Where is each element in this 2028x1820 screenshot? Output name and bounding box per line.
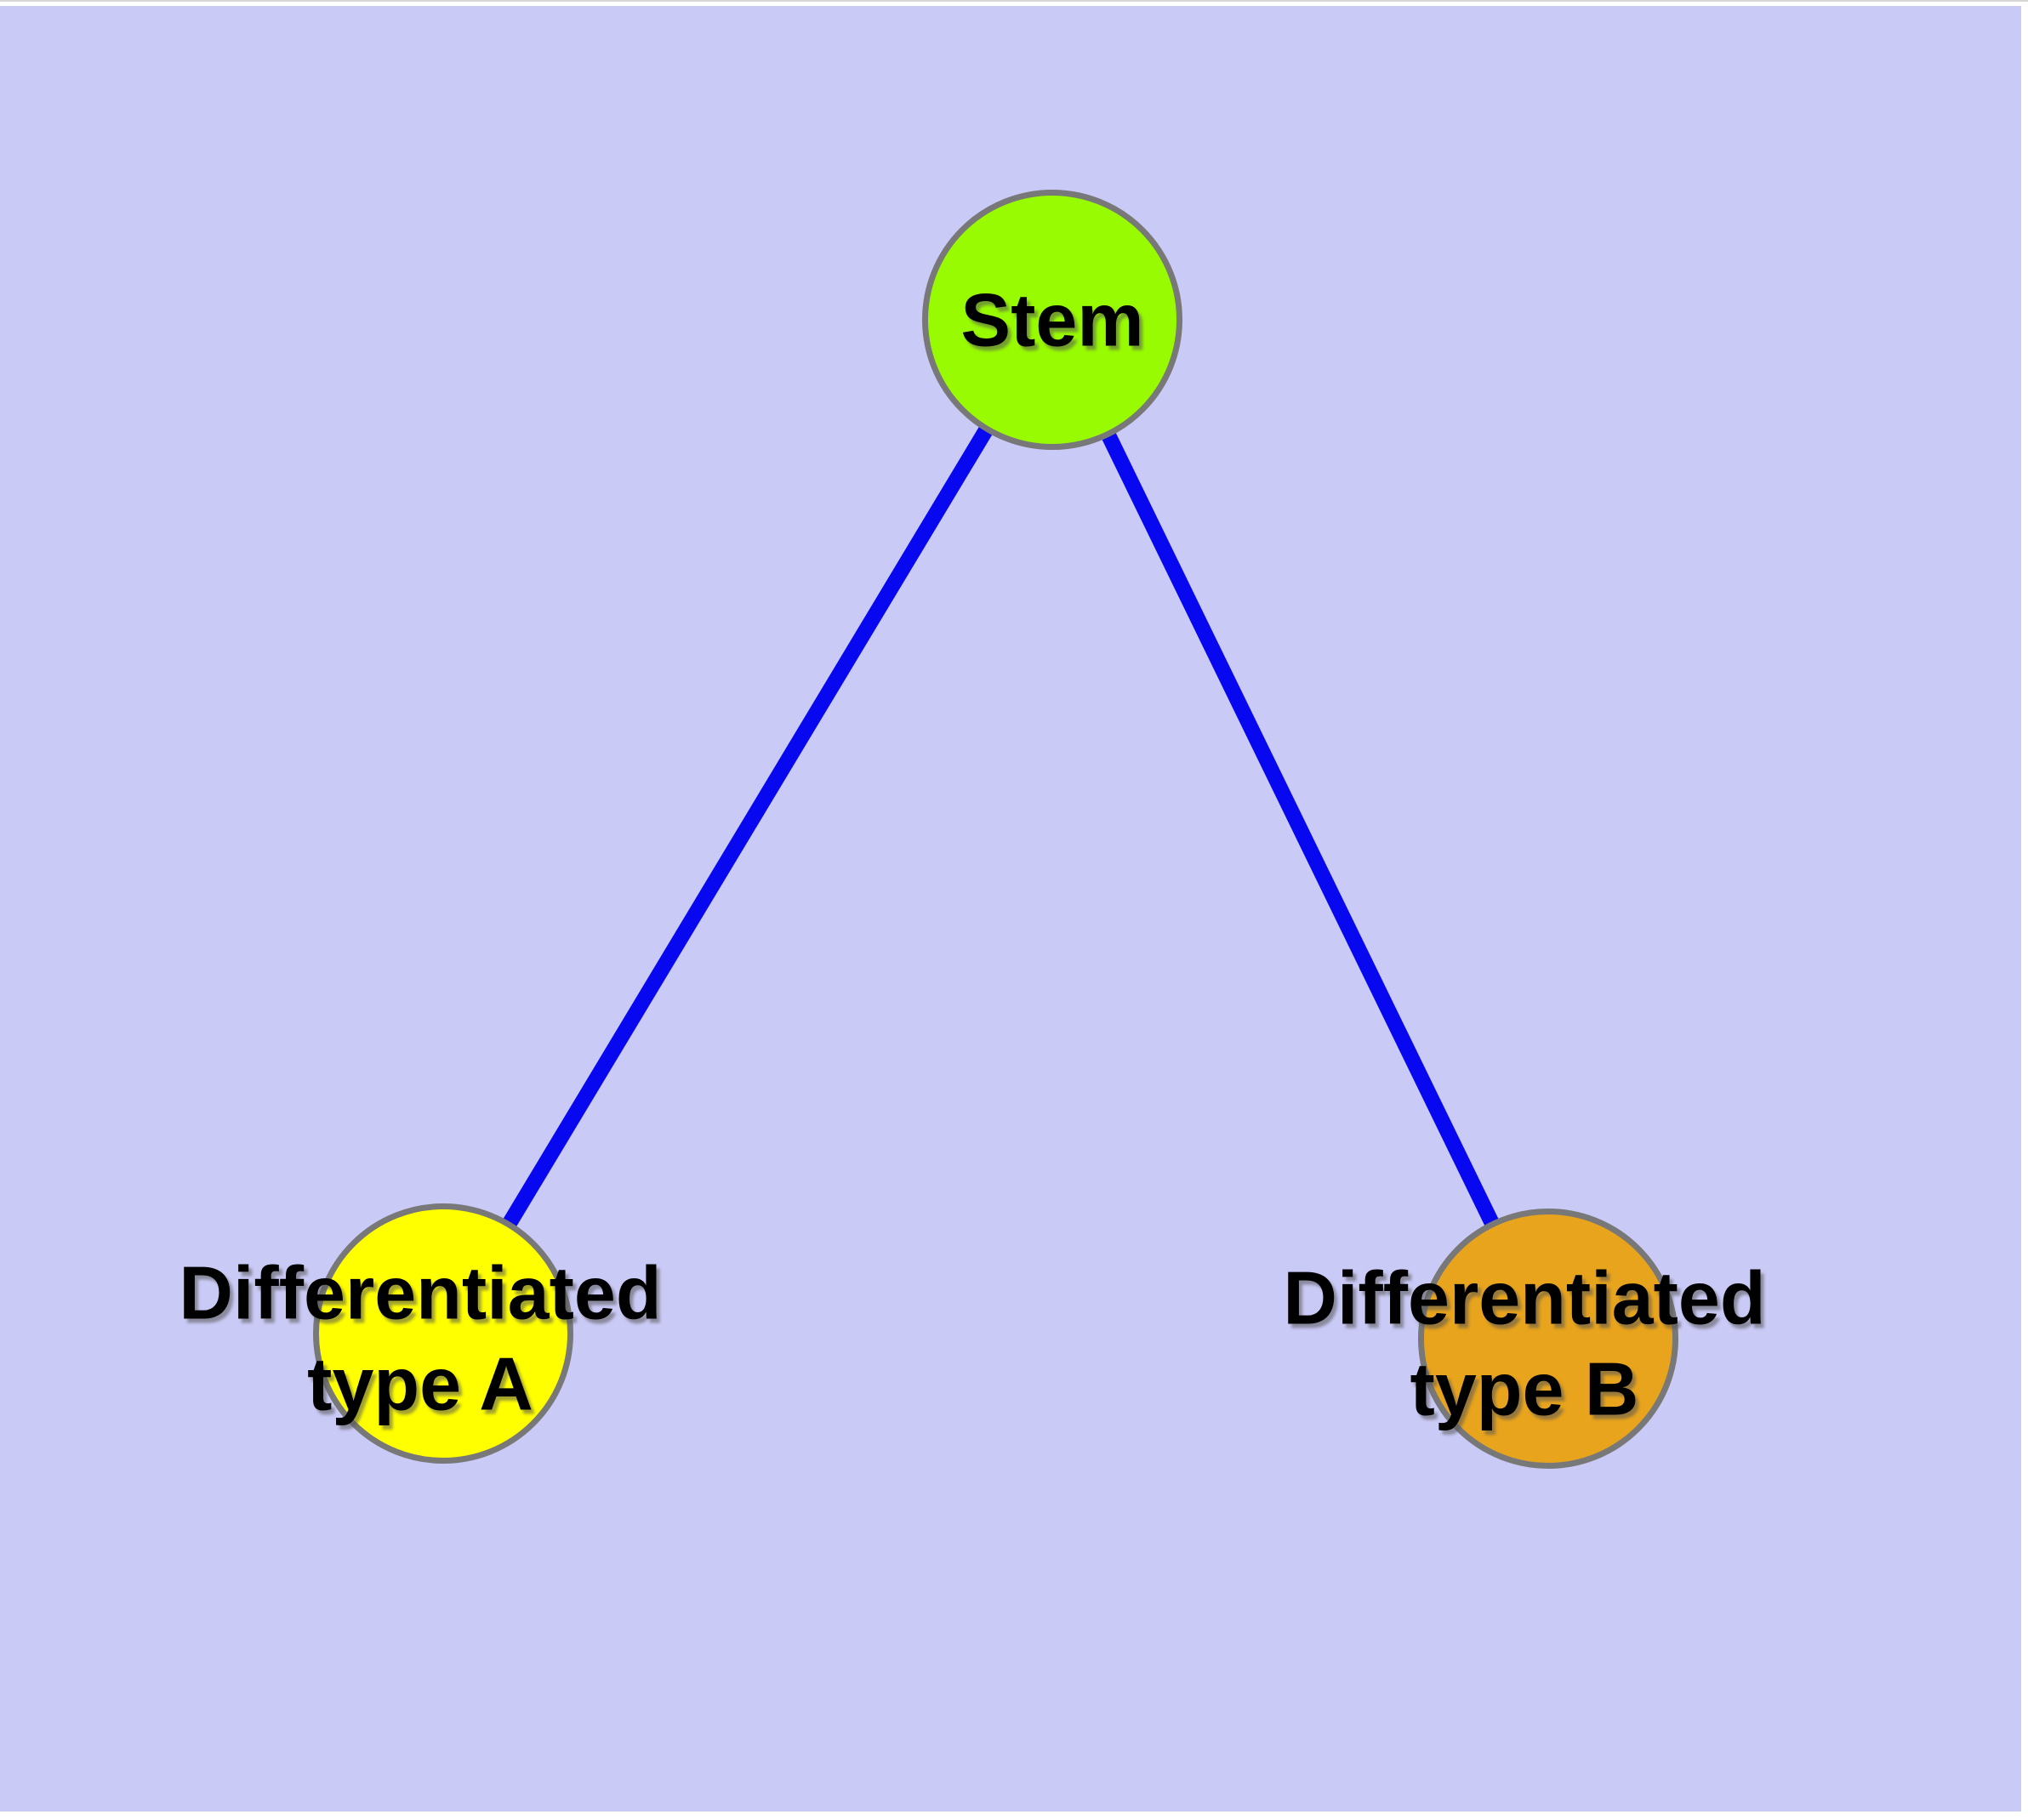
node-stem[interactable] [922, 190, 1182, 450]
edge-stem-to-type-a[interactable] [436, 316, 1059, 1338]
node-differentiated-type-b[interactable] [1418, 1209, 1678, 1469]
edge-stem-to-type-b[interactable] [1045, 316, 1556, 1342]
node-differentiated-type-a[interactable] [313, 1203, 573, 1464]
